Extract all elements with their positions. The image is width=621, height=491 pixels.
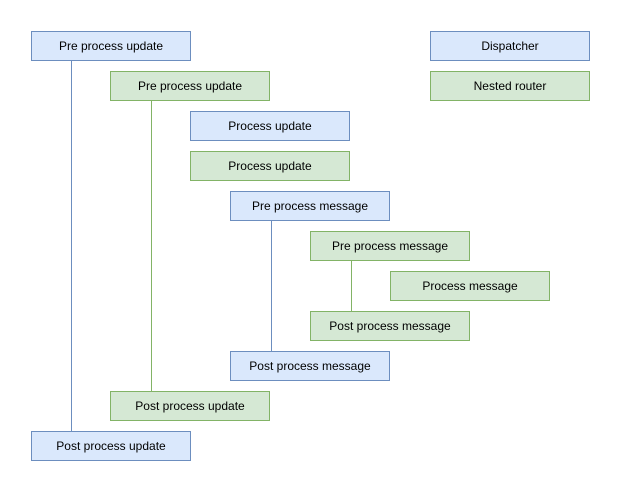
node-label: Process message xyxy=(422,279,518,293)
node-post-process-message-dispatcher: Post process message xyxy=(230,351,390,381)
node-process-update-nested-router: Process update xyxy=(190,151,350,181)
node-label: Nested router xyxy=(473,79,547,93)
node-label: Pre process message xyxy=(331,239,449,253)
node-label: Pre process message xyxy=(251,199,369,213)
node-label: Post process update xyxy=(56,439,166,453)
legend-item-dispatcher-dispatcher: Dispatcher xyxy=(430,31,590,61)
node-label: Post process update xyxy=(135,399,245,413)
node-label: Dispatcher xyxy=(481,39,539,53)
node-label: Pre process update xyxy=(137,79,243,93)
node-label: Post process message xyxy=(329,319,451,333)
node-post-process-message-nested-router: Post process message xyxy=(310,311,470,341)
dispatcher-connector-line xyxy=(271,221,272,351)
dispatcher-connector-line xyxy=(71,61,72,431)
node-label: Process update xyxy=(228,159,312,173)
node-label: Pre process update xyxy=(58,39,164,53)
node-post-process-update-nested-router: Post process update xyxy=(110,391,270,421)
node-process-update-dispatcher: Process update xyxy=(190,111,350,141)
node-post-process-update-dispatcher: Post process update xyxy=(31,431,191,461)
node-label: Process update xyxy=(228,119,312,133)
node-pre-process-update-dispatcher: Pre process update xyxy=(31,31,191,61)
node-pre-process-update-nested-router: Pre process update xyxy=(110,71,270,101)
nested-router-connector-line xyxy=(151,101,152,391)
legend-item-nested-router-nested-router: Nested router xyxy=(430,71,590,101)
node-pre-process-message-dispatcher: Pre process message xyxy=(230,191,390,221)
node-process-message-nested-router: Process message xyxy=(390,271,550,301)
node-pre-process-message-nested-router: Pre process message xyxy=(310,231,470,261)
nested-router-connector-line xyxy=(351,261,352,311)
node-label: Post process message xyxy=(249,359,371,373)
